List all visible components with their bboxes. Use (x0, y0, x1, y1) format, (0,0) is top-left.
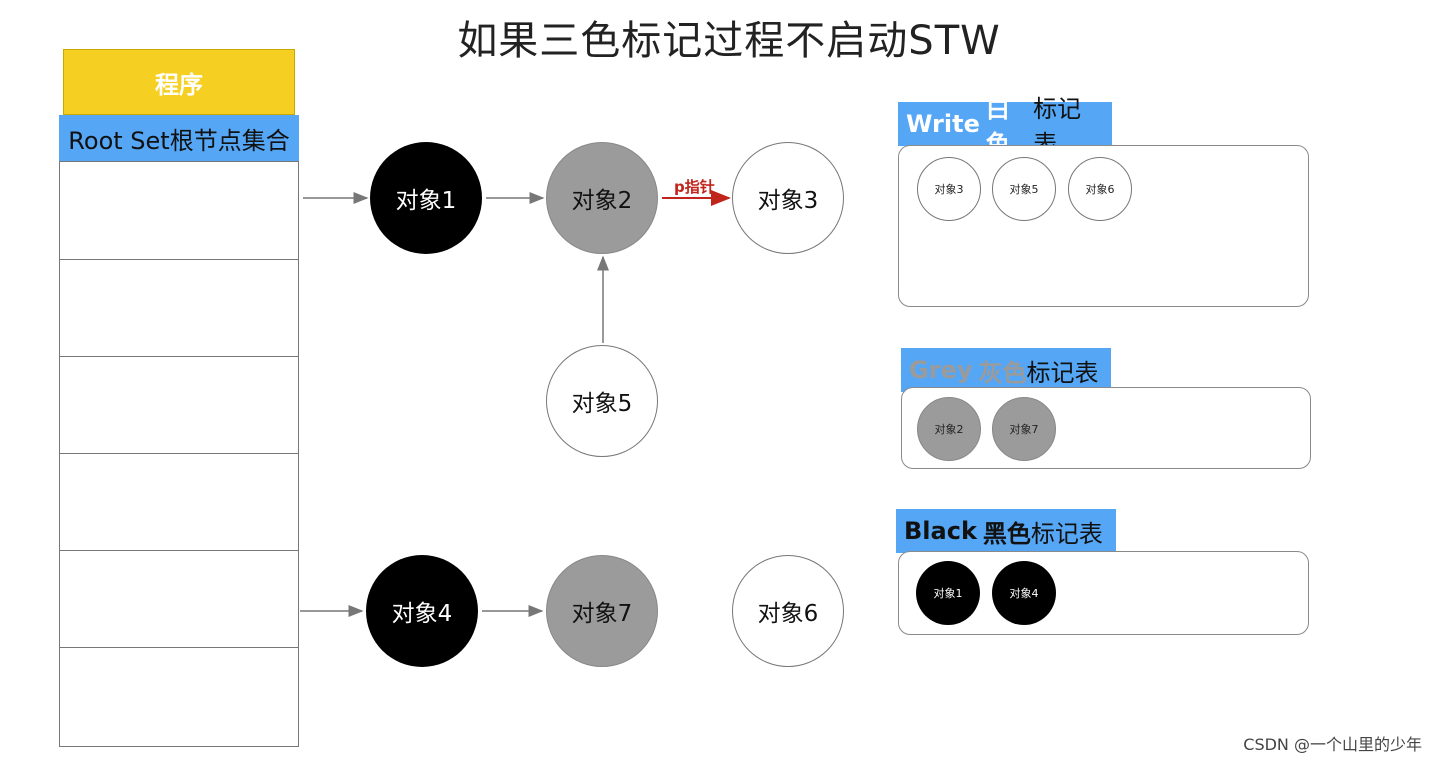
grey-table-name: Grey (909, 356, 973, 384)
node-object-7: 对象7 (546, 555, 658, 667)
black-table-suffix: 标记表 (1030, 519, 1103, 548)
slot-divider (60, 356, 298, 357)
node-object-6: 对象6 (732, 555, 844, 667)
grey-table-tab: Grey 灰色 标记表 (901, 348, 1111, 392)
black-table-name: Black (904, 517, 977, 545)
grey-table-color-word: 灰色 (978, 358, 1027, 387)
program-header: 程序 (63, 49, 295, 115)
node-object-4: 对象4 (366, 555, 478, 667)
black-table-color-word: 黑色 (982, 519, 1031, 548)
white-table-name: Write (906, 110, 980, 138)
black-table-item: 对象1 (916, 561, 980, 625)
grey-mark-table: 对象2 对象7 (901, 387, 1311, 469)
black-table-tab: Black 黑色 标记表 (896, 509, 1116, 553)
slot-divider (60, 647, 298, 648)
root-set-label: Root Set根节点集合 (59, 115, 299, 161)
diagram-title: 如果三色标记过程不启动STW (457, 18, 1001, 64)
slot-divider (60, 453, 298, 454)
node-object-3: 对象3 (732, 142, 844, 254)
p-pointer-label: p指针 (674, 178, 715, 196)
slot-divider (60, 550, 298, 551)
white-table-tab: Write 白色 标记表 (898, 95, 1112, 158)
node-object-1: 对象1 (370, 142, 482, 254)
root-set-slots (59, 161, 299, 747)
black-mark-table: 对象1 对象4 (898, 551, 1309, 635)
slot-divider (60, 259, 298, 260)
white-mark-table: 对象3 对象5 对象6 (898, 145, 1309, 307)
node-object-5: 对象5 (546, 345, 658, 457)
white-table-item: 对象6 (1068, 157, 1132, 221)
grey-table-suffix: 标记表 (1026, 358, 1099, 387)
watermark: CSDN @一个山里的少年 (1243, 735, 1422, 754)
grey-table-item: 对象7 (992, 397, 1056, 461)
white-table-item: 对象5 (992, 157, 1056, 221)
node-object-2: 对象2 (546, 142, 658, 254)
grey-table-item: 对象2 (917, 397, 981, 461)
white-table-item: 对象3 (917, 157, 981, 221)
black-table-item: 对象4 (992, 561, 1056, 625)
